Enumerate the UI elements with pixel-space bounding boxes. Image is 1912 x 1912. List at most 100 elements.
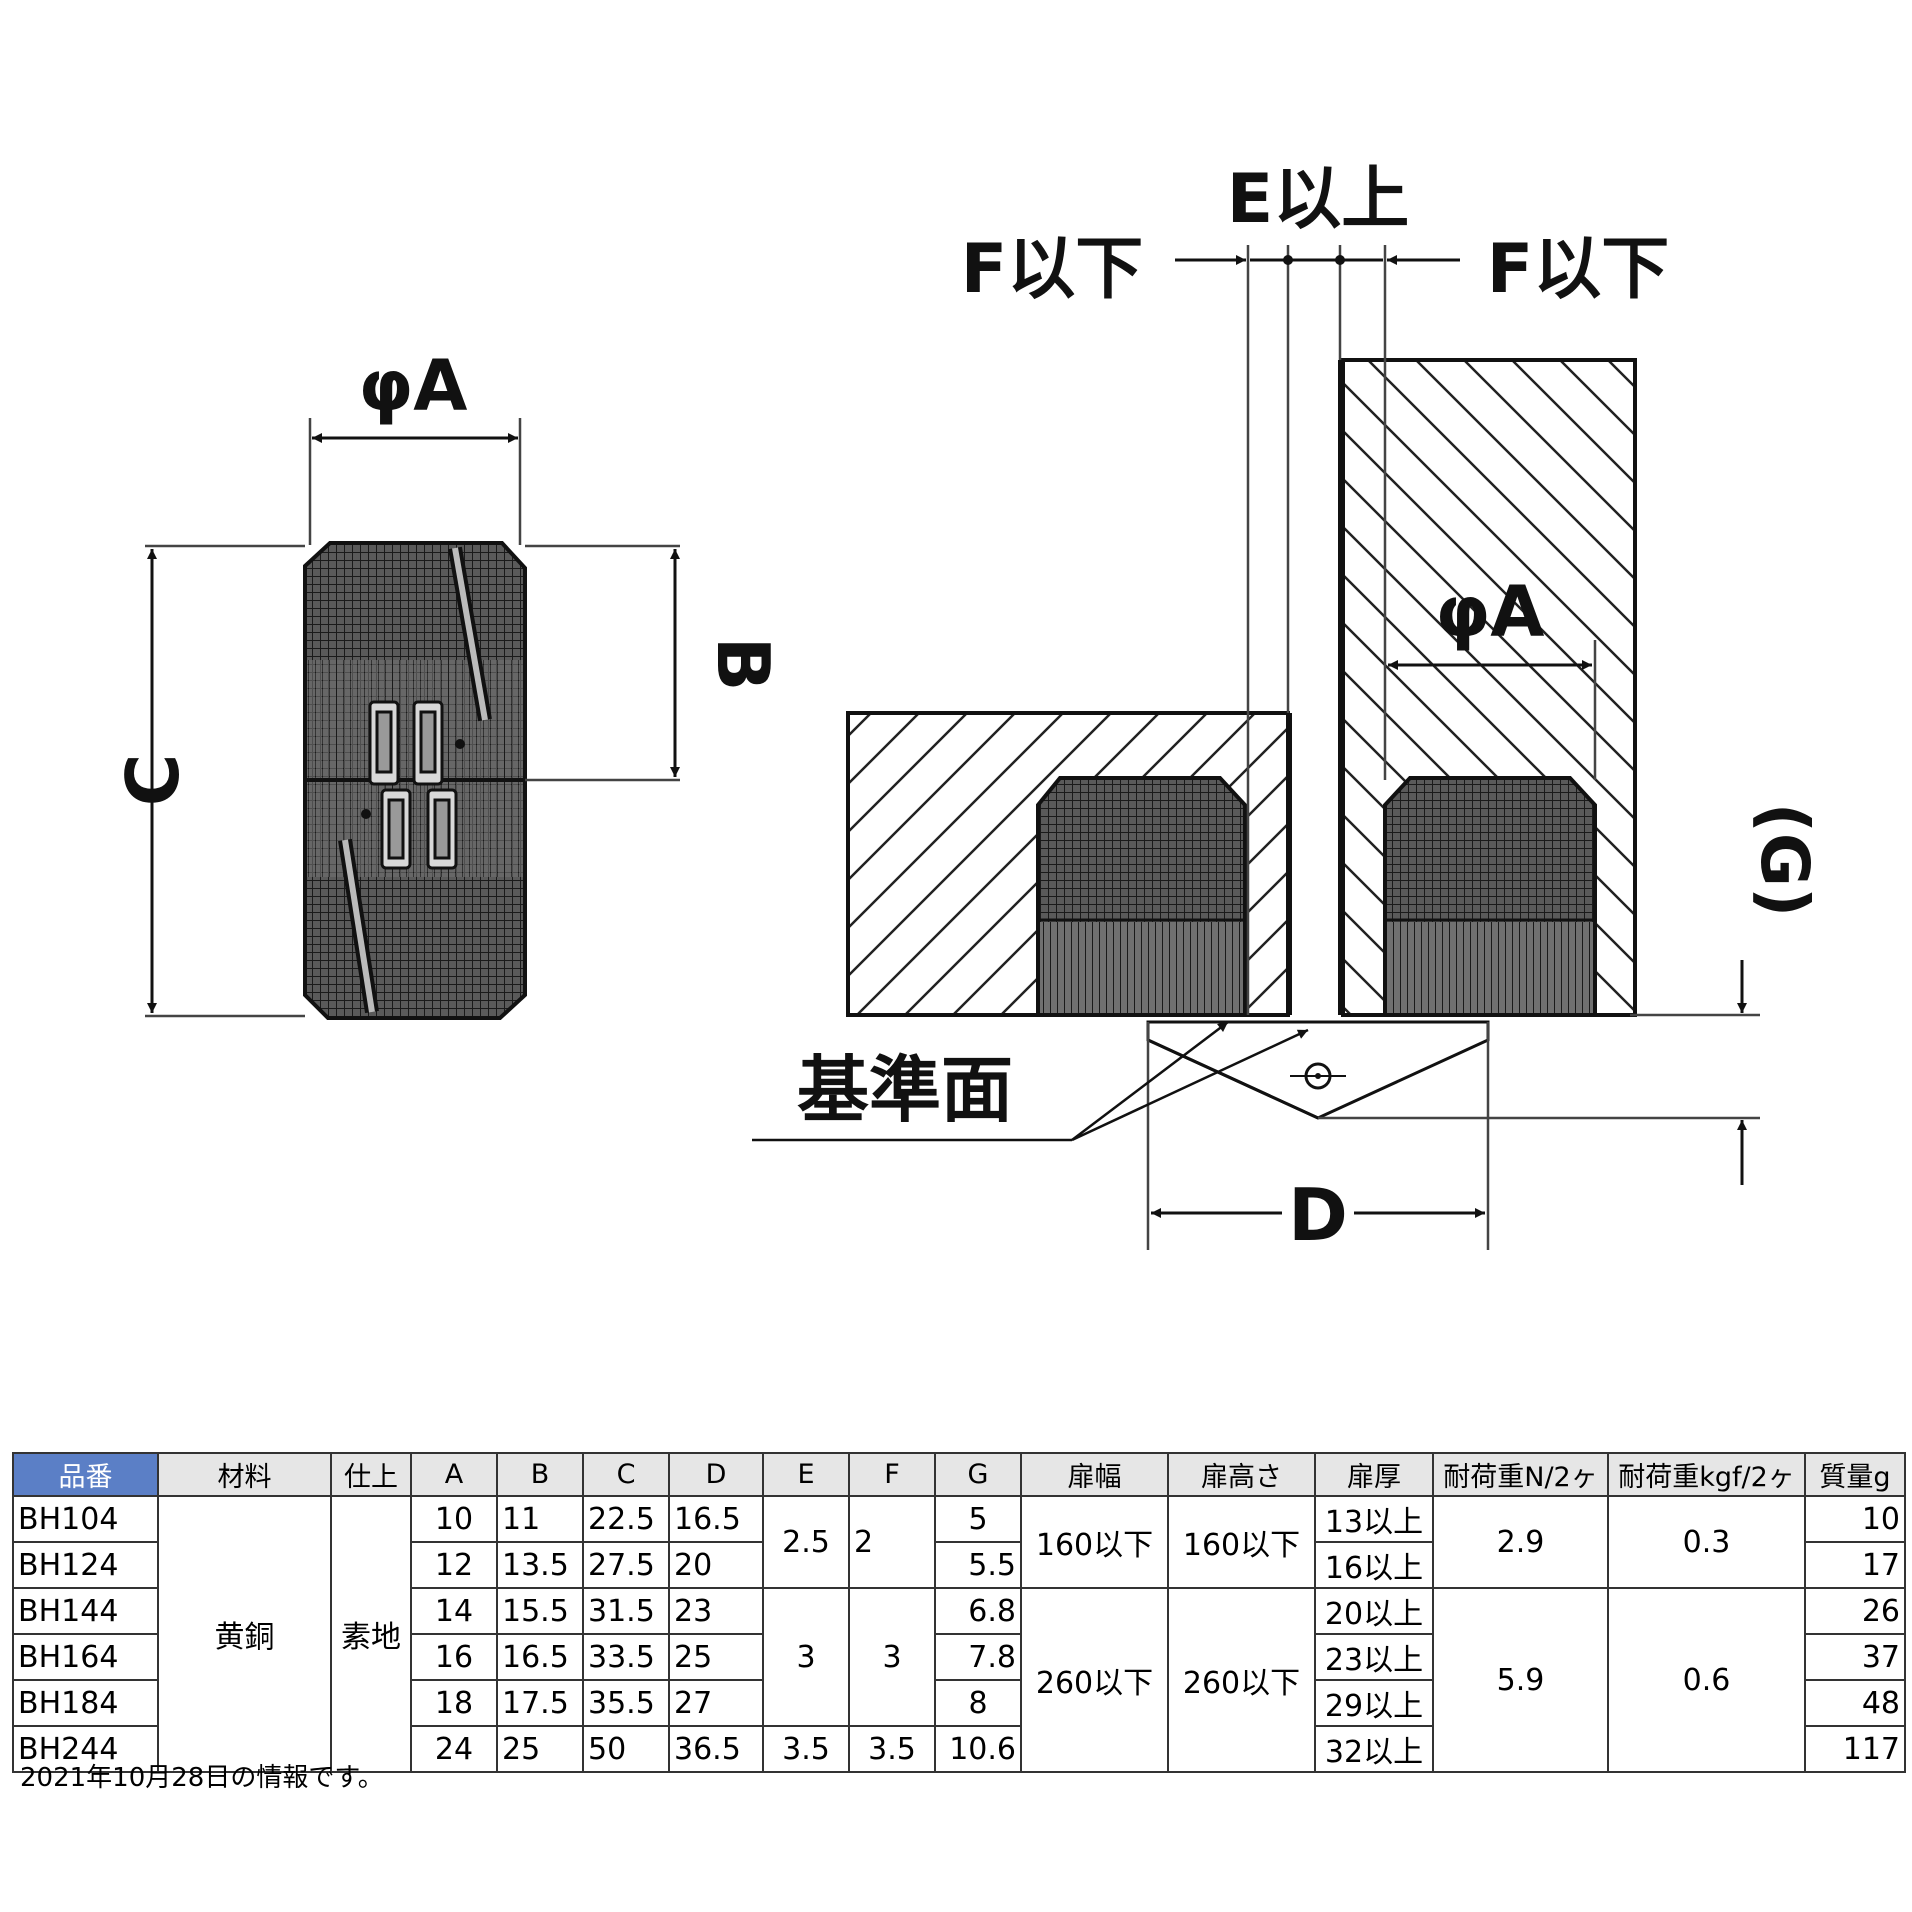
- header-model: 品番: [12, 1452, 159, 1497]
- cell-model: BH104: [12, 1495, 159, 1543]
- header-E: E: [762, 1452, 850, 1497]
- label-phiA-right: φA: [1436, 571, 1545, 653]
- cell-C: 27.5: [582, 1541, 670, 1589]
- hinge-technical-drawing: φA C B: [111, 160, 1823, 1257]
- header-F: F: [848, 1452, 936, 1497]
- cell-door-height: 160以下: [1167, 1495, 1316, 1589]
- cell-A: 12: [410, 1541, 498, 1589]
- cell-mass: 17: [1804, 1541, 1906, 1589]
- cell-G: 8: [934, 1679, 1022, 1727]
- cell-A: 14: [410, 1587, 498, 1635]
- cell-G: 5.5: [934, 1541, 1022, 1589]
- table-row: BH144 14 15.5 31.5 23 3 3 6.8 260以下 260以…: [12, 1587, 1906, 1773]
- cell-B: 15.5: [496, 1587, 584, 1635]
- cell-E: 2.5: [762, 1495, 850, 1589]
- table-row: BH184 18 17.5 35.5 27 8 29以上 48: [12, 1679, 1906, 1727]
- header-G: G: [934, 1452, 1022, 1497]
- label-phiA-left: φA: [359, 345, 468, 427]
- hinge-slot-upper-inner: [452, 547, 488, 721]
- cell-D: 23: [668, 1587, 764, 1635]
- cell-B: 25: [496, 1725, 584, 1773]
- cell-model: BH184: [12, 1679, 159, 1727]
- header-material: 材料: [157, 1452, 332, 1497]
- hinge-installed-right: [1383, 776, 1597, 1017]
- header-door-height: 扉高さ: [1167, 1452, 1316, 1497]
- cell-C: 22.5: [582, 1495, 670, 1543]
- cell-mass: 26: [1804, 1587, 1906, 1635]
- cell-G: 6.8: [934, 1587, 1022, 1635]
- cell-mass: 48: [1804, 1679, 1906, 1727]
- cell-D: 25: [668, 1633, 764, 1681]
- cell-load-kgf: 0.3: [1607, 1495, 1806, 1589]
- cell-door-thickness: 32以上: [1314, 1725, 1434, 1773]
- cell-B: 17.5: [496, 1679, 584, 1727]
- cell-door-thickness: 16以上: [1314, 1541, 1434, 1589]
- header-A: A: [410, 1452, 498, 1497]
- cell-model: BH124: [12, 1541, 159, 1589]
- hinge-slot-lower-inner: [342, 839, 375, 1013]
- table-row: BH124 12 13.5 27.5 20 5.5 16以上 17: [12, 1541, 1906, 1589]
- cell-C: 33.5: [582, 1633, 670, 1681]
- header-load-n: 耐荷重N/2ヶ: [1432, 1452, 1609, 1497]
- table-header-row: 品番 材料 仕上 A B C D E F G 扉幅 扉高さ 扉厚 耐荷重N/2ヶ…: [12, 1452, 1906, 1497]
- cell-F: 2: [848, 1495, 936, 1589]
- cell-A: 18: [410, 1679, 498, 1727]
- cell-door-thickness: 23以上: [1314, 1633, 1434, 1681]
- cell-G: 7.8: [934, 1633, 1022, 1681]
- header-finish: 仕上: [330, 1452, 412, 1497]
- cell-load-kgf: 0.6: [1607, 1587, 1806, 1773]
- cell-E: 3.5: [762, 1725, 850, 1773]
- cell-F: 3.5: [848, 1725, 936, 1773]
- table-row: BH244 24 25 50 36.5 3.5 3.5 10.6 32以上 11…: [12, 1725, 1906, 1773]
- table-row: BH164 16 16.5 33.5 25 7.8 23以上 37: [12, 1633, 1906, 1681]
- cell-door-width: 260以下: [1020, 1587, 1169, 1773]
- header-C: C: [582, 1452, 670, 1497]
- cell-C: 35.5: [582, 1679, 670, 1727]
- cell-B: 16.5: [496, 1633, 584, 1681]
- label-reference-surface: 基準面: [797, 1048, 1013, 1132]
- header-mass: 質量g: [1804, 1452, 1906, 1497]
- info-date-note: 2021年10月28日の情報です。: [20, 1763, 384, 1793]
- cell-A: 24: [410, 1725, 498, 1773]
- header-door-width: 扉幅: [1020, 1452, 1169, 1497]
- header-D: D: [668, 1452, 764, 1497]
- label-E: E以上: [1227, 160, 1409, 239]
- door-gap: [1290, 360, 1341, 1015]
- label-F-left: F以下: [961, 230, 1143, 309]
- hinge-front-view: φA C B: [111, 345, 785, 1020]
- cell-model: BH244: [12, 1725, 159, 1773]
- installed-section-view: E以上 F以下 F以下 φA (G) D 基準面: [752, 160, 1823, 1257]
- header-B: B: [496, 1452, 584, 1497]
- hinge-dot-upper: [455, 739, 465, 749]
- cell-model: BH164: [12, 1633, 159, 1681]
- reference-leader-2: [1071, 1028, 1309, 1142]
- cell-C: 31.5: [582, 1587, 670, 1635]
- cell-B: 13.5: [496, 1541, 584, 1589]
- label-C: C: [111, 754, 195, 807]
- cell-D: 20: [668, 1541, 764, 1589]
- cell-B: 11: [496, 1495, 584, 1543]
- cell-F: 3: [848, 1587, 936, 1727]
- label-G: (G): [1746, 803, 1823, 918]
- label-F-right: F以下: [1487, 230, 1669, 309]
- table-row: BH104 黄銅 素地 10 11 22.5 16.5 2.5 2 5 160以…: [12, 1495, 1906, 1773]
- cell-door-thickness: 20以上: [1314, 1587, 1434, 1635]
- cell-material: 黄銅: [157, 1495, 332, 1773]
- hinge-dot-lower: [361, 809, 371, 819]
- cell-C: 50: [582, 1725, 670, 1773]
- cell-A: 16: [410, 1633, 498, 1681]
- label-B: B: [701, 637, 785, 692]
- cell-load-n: 5.9: [1432, 1587, 1609, 1773]
- cell-door-thickness: 29以上: [1314, 1679, 1434, 1727]
- spec-table: 品番 材料 仕上 A B C D E F G 扉幅 扉高さ 扉厚 耐荷重N/2ヶ…: [12, 1452, 1906, 1773]
- cell-load-n: 2.9: [1432, 1495, 1609, 1589]
- cell-D: 16.5: [668, 1495, 764, 1543]
- cell-door-width: 160以下: [1020, 1495, 1169, 1589]
- cell-A: 10: [410, 1495, 498, 1543]
- cell-E: 3: [762, 1587, 850, 1727]
- cell-model: BH144: [12, 1587, 159, 1635]
- cell-door-height: 260以下: [1167, 1587, 1316, 1773]
- cell-mass: 37: [1804, 1633, 1906, 1681]
- header-load-kgf: 耐荷重kgf/2ヶ: [1607, 1452, 1806, 1497]
- cell-finish: 素地: [330, 1495, 412, 1773]
